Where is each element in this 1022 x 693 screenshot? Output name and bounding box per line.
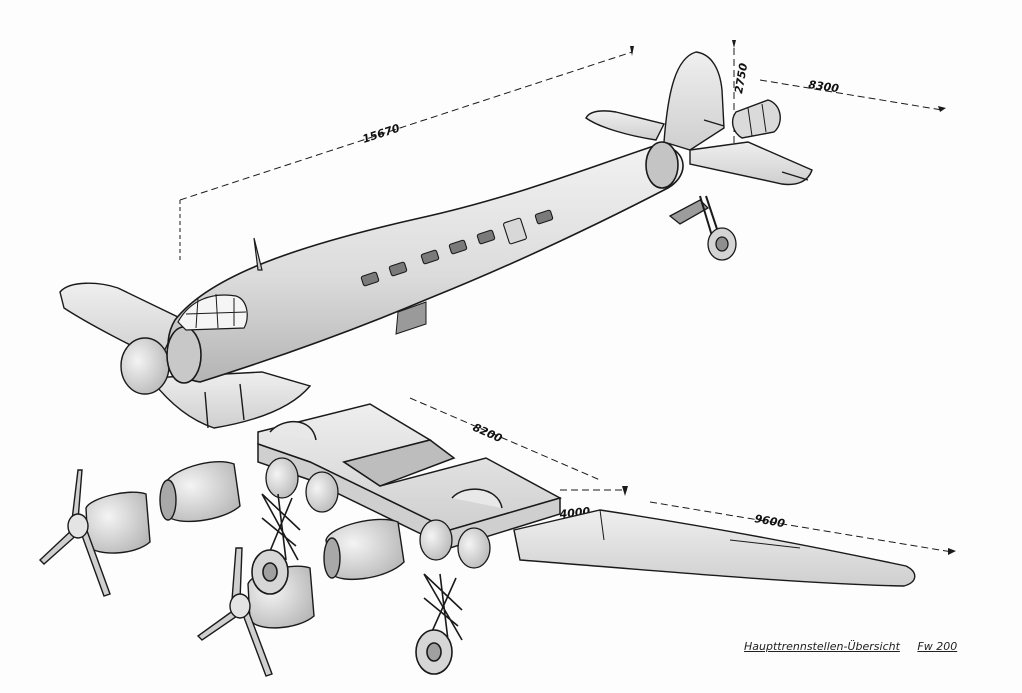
propeller-blade [71, 469, 83, 521]
outer-wing-span-label: 9600 [753, 512, 786, 530]
tail-height-label: 2750 [732, 62, 750, 95]
tail-span-label: 8300 [808, 78, 840, 95]
outer-wing-span-dimension-line [649, 501, 953, 553]
diagram-caption: Haupttrennstellen-Übersicht Fw 200 [744, 640, 957, 653]
caption-model: Fw 200 [917, 640, 958, 653]
main-gear-left [251, 493, 301, 595]
fuselage-length-dimension-line [179, 51, 633, 201]
engine-left-outer [38, 460, 241, 597]
tail-assembly [585, 51, 813, 186]
arrow-mark [938, 106, 946, 112]
arrow-mark [630, 46, 634, 56]
main-gear-right [415, 573, 463, 675]
tail-span-dimension-line [759, 79, 943, 111]
arrow-mark [622, 486, 628, 496]
propeller-blade [231, 547, 243, 601]
arrow-mark [732, 40, 736, 48]
left-wing-nacelle [120, 337, 170, 395]
fuselage-length-label: 15670 [361, 122, 402, 146]
engine-left-inner [196, 518, 405, 677]
center-section-label: 8200 [471, 421, 505, 445]
tail-wheel-assembly [668, 195, 737, 261]
center-section-dimension-line [409, 397, 601, 481]
center-section-nacelles [265, 457, 491, 569]
dimension-lines [179, 48, 953, 553]
fuselage-windows [360, 209, 554, 287]
caption-title: Haupttrennstellen-Übersicht [744, 640, 900, 653]
dimension-arrows [622, 40, 956, 555]
right-outer-wing [513, 509, 916, 587]
center-wing-section [257, 403, 562, 549]
arrow-mark [948, 548, 956, 555]
